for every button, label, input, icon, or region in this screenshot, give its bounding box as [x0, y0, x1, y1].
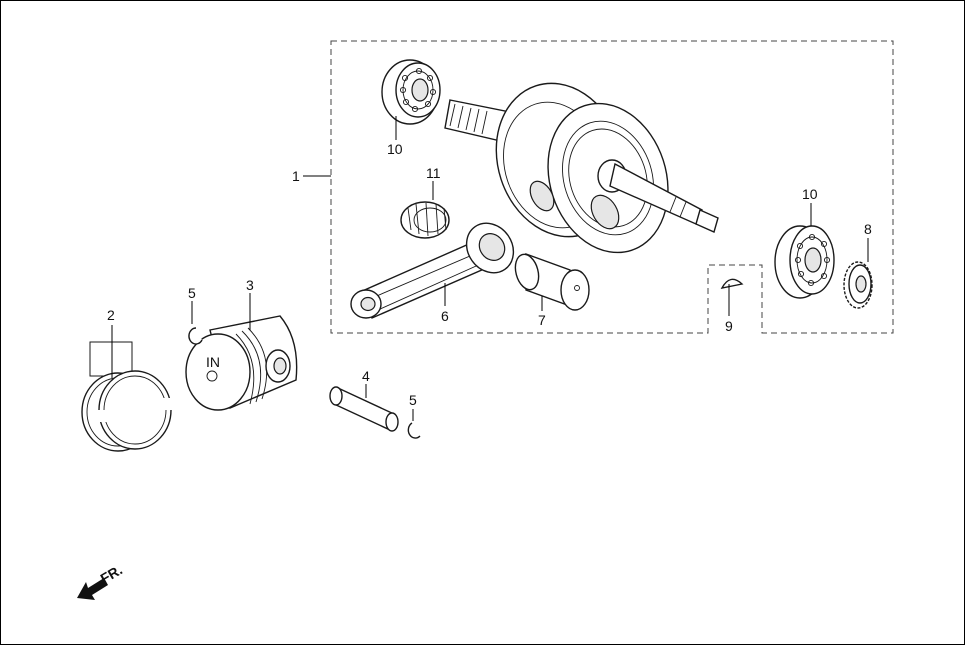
bearing-left	[381, 59, 441, 125]
callout-3: 3	[246, 277, 254, 293]
piston-pin	[329, 386, 399, 432]
callout-8: 8	[864, 221, 872, 237]
callout-5-right: 5	[409, 392, 417, 408]
assembly-boundary	[330, 40, 894, 334]
callout-11: 11	[426, 165, 441, 181]
front-arrow-icon	[77, 578, 108, 600]
piston: IN	[185, 315, 298, 411]
circlip-right	[407, 422, 421, 439]
callout-10-left: 10	[387, 141, 403, 157]
callout-4: 4	[362, 368, 370, 384]
crank-pin	[514, 253, 590, 311]
callout-6: 6	[441, 308, 449, 324]
front-arrow: FR.	[77, 561, 125, 600]
callout-1: 1	[292, 168, 300, 184]
woodruff-key	[720, 278, 744, 289]
connecting-rod	[350, 222, 515, 319]
callout-9: 9	[725, 318, 733, 334]
needle-bearing	[400, 201, 450, 239]
piston-mark: IN	[206, 354, 220, 370]
timing-gear	[843, 261, 873, 309]
callout-5-left: 5	[188, 285, 196, 301]
bearing-right	[774, 225, 835, 299]
piston-rings	[81, 341, 176, 452]
callout-7: 7	[538, 312, 546, 328]
callout-2: 2	[107, 307, 115, 323]
crankshaft	[444, 82, 719, 254]
circlip-left	[188, 327, 203, 345]
callout-10-right: 10	[802, 186, 818, 202]
